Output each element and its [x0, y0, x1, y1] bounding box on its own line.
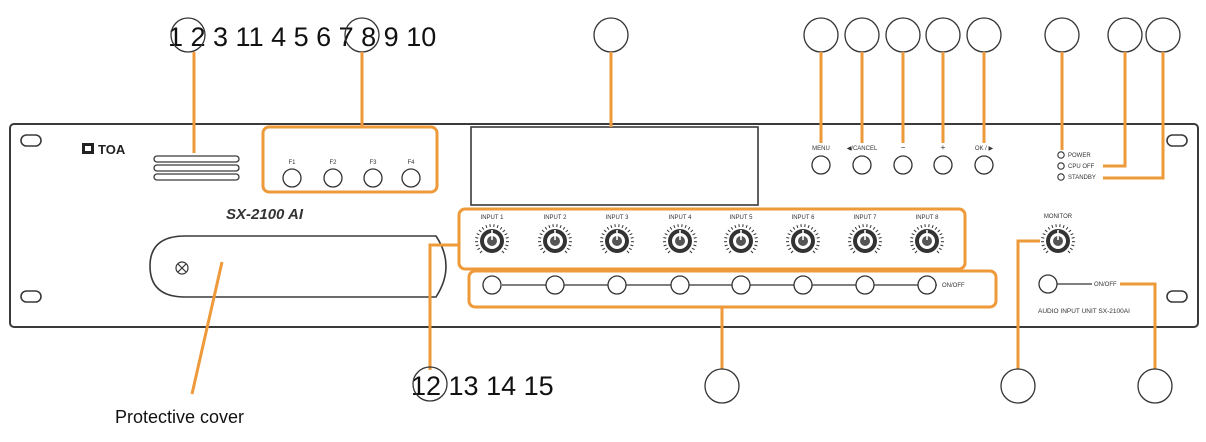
- menu-button[interactable]: [812, 156, 830, 174]
- slot-bottom-right: [1167, 291, 1187, 302]
- brand-label: TOA: [98, 142, 126, 157]
- minus-button[interactable]: [894, 156, 912, 174]
- function-key-button-2[interactable]: [324, 169, 342, 187]
- input-1-onoff-button[interactable]: [483, 276, 501, 294]
- input-3-onoff-button[interactable]: [608, 276, 626, 294]
- monitor-onoff-label: ON/OFF: [1094, 282, 1117, 288]
- protective-cover: [150, 236, 446, 297]
- callout-display: [594, 18, 628, 52]
- lcd-display: [471, 127, 758, 205]
- function-key-label-2: F2: [329, 160, 337, 166]
- callout-minus: [886, 18, 920, 52]
- callout-circles-bottom: [705, 369, 1172, 403]
- callout-monitor-onoff: [1138, 369, 1172, 403]
- cpu-off-indicator-icon: [1058, 163, 1064, 169]
- function-key-label-1: F1: [288, 160, 296, 166]
- input-label-8: INPUT 8: [916, 215, 940, 221]
- callout-menu: [804, 18, 838, 52]
- toa-logo-icon: [82, 143, 94, 154]
- slot-top-right: [1167, 135, 1187, 146]
- slot-bottom-left: [21, 291, 41, 302]
- slot-top-left: [21, 135, 41, 146]
- status-indicators: POWER CPU OFF STANDBY: [1058, 152, 1096, 181]
- protective-cover-caption: Protective cover: [115, 407, 244, 427]
- cover-screw-icon: [176, 262, 188, 274]
- input-label-3: INPUT 3: [606, 215, 630, 221]
- input-onoff-label: ON/OFF: [942, 283, 965, 289]
- input-label-1: INPUT 1: [481, 215, 505, 221]
- indicator-label-standby: STANDBY: [1068, 175, 1096, 181]
- plus-button[interactable]: [934, 156, 952, 174]
- input-label-5: INPUT 5: [730, 215, 754, 221]
- callout-cpu-off: [1108, 18, 1142, 52]
- input-5-onoff-button[interactable]: [732, 276, 750, 294]
- callout-onoff-group: [705, 369, 739, 403]
- function-key-button-1[interactable]: [283, 169, 301, 187]
- function-key-button-3[interactable]: [364, 169, 382, 187]
- callout-power: [1045, 18, 1079, 52]
- power-indicator-icon: [1058, 152, 1064, 158]
- function-key-button-4[interactable]: [402, 169, 420, 187]
- standby-indicator-icon: [1058, 174, 1064, 180]
- callout-numbers-top: 1 2 3 11 4 5 6 7 8 9 10: [168, 22, 436, 52]
- input-label-2: INPUT 2: [544, 215, 568, 221]
- nav-key-label-plus: +: [941, 143, 946, 152]
- callout-circles-top: [594, 18, 1180, 52]
- nav-key-label-menu: MENU: [812, 146, 830, 152]
- callout-monitor: [1001, 369, 1035, 403]
- indicator-label-cpu-off: CPU OFF: [1068, 164, 1095, 170]
- input-2-onoff-button[interactable]: [546, 276, 564, 294]
- monitor-onoff-button[interactable]: [1039, 275, 1057, 293]
- input-7-onoff-button[interactable]: [856, 276, 874, 294]
- callout-standby: [1146, 18, 1180, 52]
- monitor-label: MONITOR: [1044, 214, 1073, 220]
- nav-key-label-ok: OK / ▶: [975, 146, 994, 152]
- input-8-onoff-button[interactable]: [918, 276, 936, 294]
- function-key-label-3: F3: [369, 160, 377, 166]
- input-label-6: INPUT 6: [792, 215, 816, 221]
- cancel-button[interactable]: [853, 156, 871, 174]
- callout-ok: [967, 18, 1001, 52]
- callout-plus: [926, 18, 960, 52]
- speaker-grille: [154, 156, 239, 180]
- model-label: SX-2100 AI: [226, 206, 304, 223]
- input-label-4: INPUT 4: [669, 215, 693, 221]
- nav-key-label-cancel: ◀/CANCEL: [847, 146, 878, 152]
- nav-key-label-minus: −: [901, 143, 906, 152]
- function-key-label-4: F4: [407, 160, 415, 166]
- ok-button[interactable]: [975, 156, 993, 174]
- input-4-onoff-button[interactable]: [671, 276, 689, 294]
- input-6-onoff-button[interactable]: [794, 276, 812, 294]
- indicator-label-power: POWER: [1068, 153, 1091, 159]
- input-label-7: INPUT 7: [854, 215, 878, 221]
- callout-numbers-bottom: 12 13 14 15: [411, 371, 554, 401]
- callout-cancel: [845, 18, 879, 52]
- unit-label: AUDIO INPUT UNIT SX-2100AI: [1038, 308, 1130, 315]
